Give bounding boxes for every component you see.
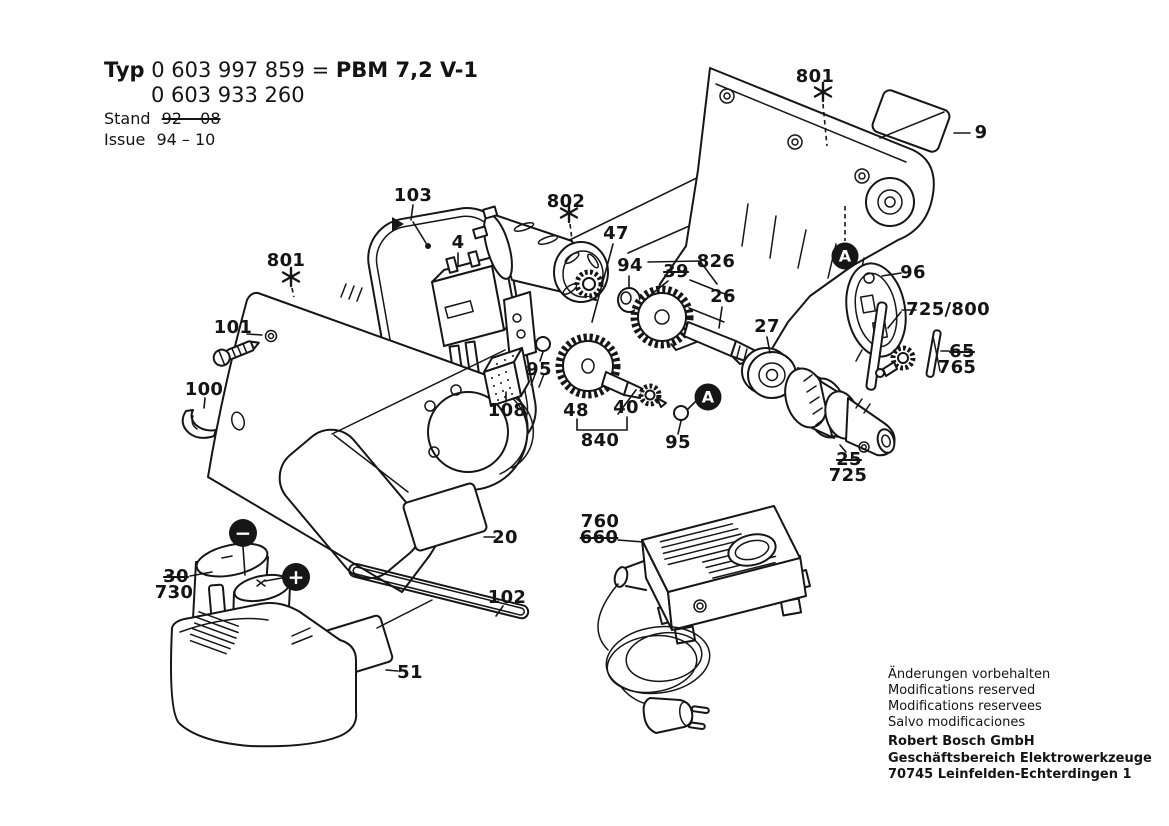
part-label-660: 660 <box>579 527 619 548</box>
part-label-108: 108 <box>487 400 527 421</box>
part-label-65: 65 <box>949 341 975 362</box>
part-label-20: 20 <box>492 527 518 548</box>
drill-chuck-25 <box>784 367 896 457</box>
part-label-26: 26 <box>710 286 736 307</box>
type-header: Typ 0 603 997 859 = PBM 7,2 V-1 0 603 93… <box>104 58 478 149</box>
footer-note: Modifications reserved <box>888 683 1036 699</box>
issue-label: Issue <box>104 130 146 149</box>
company-address: 70745 Leinfelden-Echterdingen 1 <box>888 766 1132 782</box>
part-label-765: 765 <box>937 357 977 378</box>
screw-101 <box>212 340 260 367</box>
equals-sign: = <box>311 58 330 82</box>
typ-label: Typ <box>104 58 145 82</box>
assembly-mark-icon <box>281 266 301 288</box>
stand-label: Stand <box>104 109 151 128</box>
battery-minus-badge: − <box>229 519 257 547</box>
part-label-94: 94 <box>617 255 643 276</box>
stand-value: 92 – 08 <box>161 109 221 128</box>
charger-cord-plug <box>597 583 711 734</box>
name-plate-9 <box>871 89 951 153</box>
assembly-mark-icon <box>559 202 579 224</box>
part-label-102: 102 <box>487 587 527 608</box>
type-number-secondary: 0 603 933 260 <box>151 83 305 107</box>
switch-4 <box>431 250 537 384</box>
part-label-100: 100 <box>184 379 224 400</box>
chuck-key-725-800 <box>865 301 916 391</box>
detail-marker-a-1: A <box>831 242 859 270</box>
seal-ring-102 <box>348 562 530 620</box>
leader-lines <box>189 103 971 672</box>
part-label-725-800: 725/800 <box>906 299 990 320</box>
footer-note: Salvo modificaciones <box>888 715 1026 731</box>
part-label-101: 101 <box>213 317 253 338</box>
type-number-primary: 0 603 997 859 <box>151 58 305 82</box>
bearing-bracket-96 <box>845 262 907 362</box>
part-label-25: 25 <box>836 449 862 470</box>
part-label-39: 39 <box>663 261 689 282</box>
company-division: Geschäftsbereich Elektrowerkzeuge <box>888 750 1152 766</box>
part-label-48: 48 <box>563 400 589 421</box>
type-line-1: Typ 0 603 997 859 = PBM 7,2 V-1 <box>104 58 478 82</box>
issue-line: Issue 94 – 10 <box>104 130 478 149</box>
part-label-801-top: 801 <box>795 66 835 87</box>
damper-pad-108 <box>483 347 530 407</box>
part-label-47: 47 <box>603 223 629 244</box>
footer-note: Modifications reservees <box>888 699 1042 715</box>
part-label-725: 725 <box>828 465 868 486</box>
part-label-27: 27 <box>754 316 780 337</box>
part-label-801-left: 801 <box>266 250 306 271</box>
issue-value: 94 – 10 <box>156 130 216 149</box>
sticker-20 <box>333 434 488 552</box>
part-label-40: 40 <box>613 397 639 418</box>
part-label-95-upper: 95 <box>526 359 552 380</box>
part-label-802: 802 <box>546 191 586 212</box>
part-label-96: 96 <box>900 262 926 283</box>
part-label-4: 4 <box>451 232 465 253</box>
company-name: Robert Bosch GmbH <box>888 734 1035 750</box>
footer-block: Änderungen vorbehalten Modifications res… <box>888 667 1152 783</box>
part-label-760: 760 <box>580 511 620 532</box>
part-label-826: 826 <box>696 251 736 272</box>
battery-charger-760 <box>613 505 811 645</box>
part-label-840: 840 <box>580 430 620 451</box>
intermediate-gear-shaft-26 <box>630 285 774 368</box>
clip-100 <box>181 409 217 439</box>
part-label-30: 30 <box>163 566 189 587</box>
stand-line: Stand 92 – 08 <box>104 109 478 128</box>
model-name: PBM 7,2 V-1 <box>335 58 479 82</box>
part-label-95-lower: 95 <box>665 432 691 453</box>
assembly-marks <box>281 81 833 288</box>
pin-765 <box>925 329 942 378</box>
assembly-mark-icon <box>813 81 833 103</box>
footer-note: Änderungen vorbehalten <box>888 667 1051 682</box>
battery-base-shell <box>170 602 358 748</box>
part-label-730: 730 <box>154 582 194 603</box>
part-label-9: 9 <box>974 122 988 143</box>
upper-housing-shell <box>651 67 935 365</box>
motor-47 <box>472 205 609 303</box>
battery-plus-badge: + <box>282 563 310 591</box>
part-label-103: 103 <box>393 185 433 206</box>
gear-48-shaft-40 <box>535 333 689 421</box>
part-label-51: 51 <box>397 662 423 683</box>
detail-marker-a-2: A <box>694 383 722 411</box>
